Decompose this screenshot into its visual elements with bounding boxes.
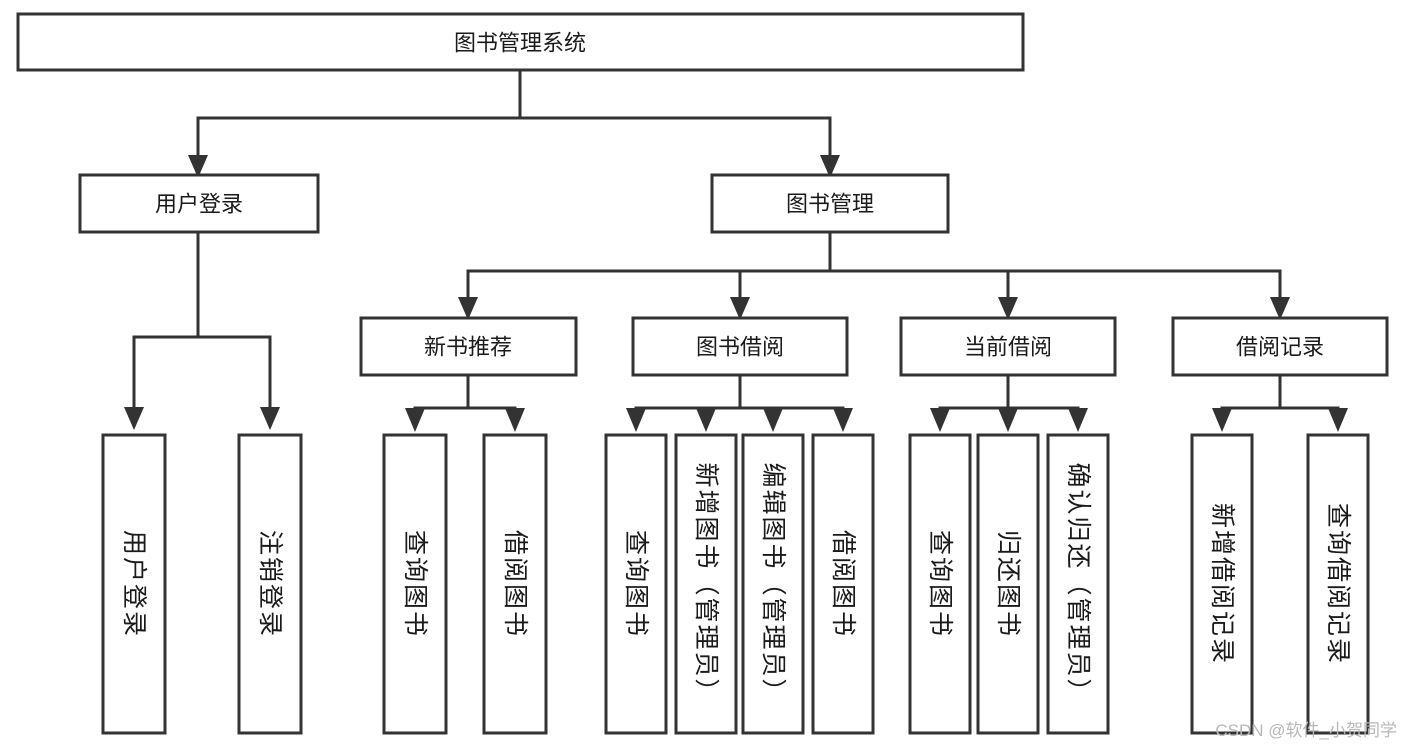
node-leaf-query-book-1-label: 查询图书 bbox=[401, 530, 429, 638]
node-leaf-logout[interactable]: 注销登录 bbox=[237, 433, 303, 735]
node-book-borrow[interactable]: 图书借阅 bbox=[631, 316, 849, 377]
node-book-borrow-box[interactable] bbox=[631, 316, 849, 377]
csdn-watermark: CSDN @软件_小贺同学 bbox=[1215, 721, 1397, 740]
node-leaf-user-login-label: 用户登录 bbox=[120, 530, 148, 638]
node-root[interactable]: 图书管理系统 bbox=[16, 12, 1025, 72]
arrow-book-borrow-leaf-4 bbox=[833, 408, 853, 432]
node-book-manage[interactable]: 图书管理 bbox=[710, 173, 950, 234]
arrow-new-book-rec-leaf-2 bbox=[505, 408, 525, 432]
node-current-borrow-label: 当前借阅 bbox=[964, 335, 1052, 360]
node-root-box[interactable] bbox=[16, 12, 1025, 72]
node-leaf-add-book-label: 新增图书（管理员） bbox=[692, 462, 720, 705]
arrow-book-manage-child-2 bbox=[730, 297, 750, 320]
node-leaf-user-login[interactable]: 用户登录 bbox=[101, 433, 167, 735]
node-leaf-add-book[interactable]: 新增图书（管理员） bbox=[674, 433, 738, 735]
node-leaf-return-book[interactable]: 归还图书 bbox=[976, 433, 1040, 735]
node-book-borrow-label: 图书借阅 bbox=[696, 335, 784, 360]
node-leaf-query-book-3[interactable]: 查询图书 bbox=[908, 433, 972, 735]
node-leaf-query-book-2-label: 查询图书 bbox=[622, 530, 650, 638]
node-borrow-record[interactable]: 借阅记录 bbox=[1171, 316, 1389, 377]
arrow-user-login-leaf-2 bbox=[260, 407, 280, 430]
node-leaf-add-book-box[interactable] bbox=[674, 433, 738, 735]
arrow-new-book-rec-leaf-1 bbox=[405, 408, 425, 432]
node-leaf-return-book-label: 归还图书 bbox=[994, 530, 1022, 638]
node-leaf-borrow-book-1-box[interactable] bbox=[482, 433, 548, 735]
node-leaf-return-book-box[interactable] bbox=[976, 433, 1040, 735]
node-leaf-user-login-box[interactable] bbox=[101, 433, 167, 735]
node-leaf-query-book-2[interactable]: 查询图书 bbox=[604, 433, 668, 735]
node-borrow-record-label: 借阅记录 bbox=[1236, 335, 1324, 360]
node-leaf-borrow-book-2-box[interactable] bbox=[811, 433, 875, 735]
arrow-book-manage-child-4 bbox=[1270, 297, 1290, 320]
node-leaf-logout-box[interactable] bbox=[237, 433, 303, 735]
node-leaf-edit-book-box[interactable] bbox=[741, 433, 805, 735]
node-leaf-add-record-box[interactable] bbox=[1190, 433, 1254, 735]
node-user-login[interactable]: 用户登录 bbox=[78, 173, 320, 234]
node-book-manage-box[interactable] bbox=[710, 173, 950, 234]
node-leaf-add-record-label: 新增借阅记录 bbox=[1208, 503, 1236, 665]
node-book-manage-label: 图书管理 bbox=[786, 192, 874, 217]
connector-layer bbox=[124, 68, 1348, 432]
node-leaf-query-record[interactable]: 查询借阅记录 bbox=[1306, 433, 1370, 735]
node-leaf-add-record[interactable]: 新增借阅记录 bbox=[1190, 433, 1254, 735]
node-user-login-box[interactable] bbox=[78, 173, 320, 234]
arrow-current-borrow-leaf-2 bbox=[998, 408, 1018, 432]
arrow-root-to-book-manage bbox=[820, 155, 840, 178]
node-borrow-record-box[interactable] bbox=[1171, 316, 1389, 377]
arrow-root-to-user-login bbox=[188, 155, 208, 178]
node-leaf-edit-book-label: 编辑图书（管理员） bbox=[759, 462, 787, 705]
node-leaf-logout-label: 注销登录 bbox=[256, 530, 284, 638]
node-leaf-confirm-return-box[interactable] bbox=[1046, 433, 1110, 735]
node-current-borrow-box[interactable] bbox=[899, 316, 1117, 377]
arrow-book-manage-child-3 bbox=[998, 297, 1018, 320]
arrow-current-borrow-leaf-1 bbox=[930, 408, 950, 432]
node-leaf-query-book-1[interactable]: 查询图书 bbox=[382, 433, 448, 735]
node-leaf-confirm-return[interactable]: 确认归还（管理员） bbox=[1046, 433, 1110, 735]
node-root-label: 图书管理系统 bbox=[454, 31, 586, 56]
node-leaf-query-record-label: 查询借阅记录 bbox=[1324, 503, 1352, 665]
node-current-borrow[interactable]: 当前借阅 bbox=[899, 316, 1117, 377]
node-user-login-label: 用户登录 bbox=[155, 192, 243, 217]
node-leaf-borrow-book-1[interactable]: 借阅图书 bbox=[482, 433, 548, 735]
arrow-user-login-leaf-1 bbox=[124, 407, 144, 430]
node-new-book-rec[interactable]: 新书推荐 bbox=[359, 316, 578, 377]
node-new-book-rec-label: 新书推荐 bbox=[424, 335, 512, 360]
arrow-book-borrow-leaf-2 bbox=[696, 408, 716, 432]
arrow-book-borrow-leaf-3 bbox=[763, 408, 783, 432]
node-leaf-borrow-book-2[interactable]: 借阅图书 bbox=[811, 433, 875, 735]
node-leaf-borrow-book-1-label: 借阅图书 bbox=[501, 530, 529, 638]
arrow-borrow-record-leaf-2 bbox=[1328, 408, 1348, 432]
node-leaf-edit-book[interactable]: 编辑图书（管理员） bbox=[741, 433, 805, 735]
arrow-book-borrow-leaf-1 bbox=[626, 408, 646, 432]
node-leaf-query-book-2-box[interactable] bbox=[604, 433, 668, 735]
node-leaf-borrow-book-2-label: 借阅图书 bbox=[829, 530, 857, 638]
node-leaf-query-book-3-box[interactable] bbox=[908, 433, 972, 735]
arrow-borrow-record-leaf-1 bbox=[1212, 408, 1232, 432]
arrow-current-borrow-leaf-3 bbox=[1068, 408, 1088, 432]
node-new-book-rec-box[interactable] bbox=[359, 316, 578, 377]
node-leaf-query-book-3-label: 查询图书 bbox=[926, 530, 954, 638]
node-leaf-confirm-return-label: 确认归还（管理员） bbox=[1064, 462, 1092, 705]
node-leaf-query-book-1-box[interactable] bbox=[382, 433, 448, 735]
arrow-book-manage-child-1 bbox=[458, 297, 478, 320]
node-leaf-query-record-box[interactable] bbox=[1306, 433, 1370, 735]
